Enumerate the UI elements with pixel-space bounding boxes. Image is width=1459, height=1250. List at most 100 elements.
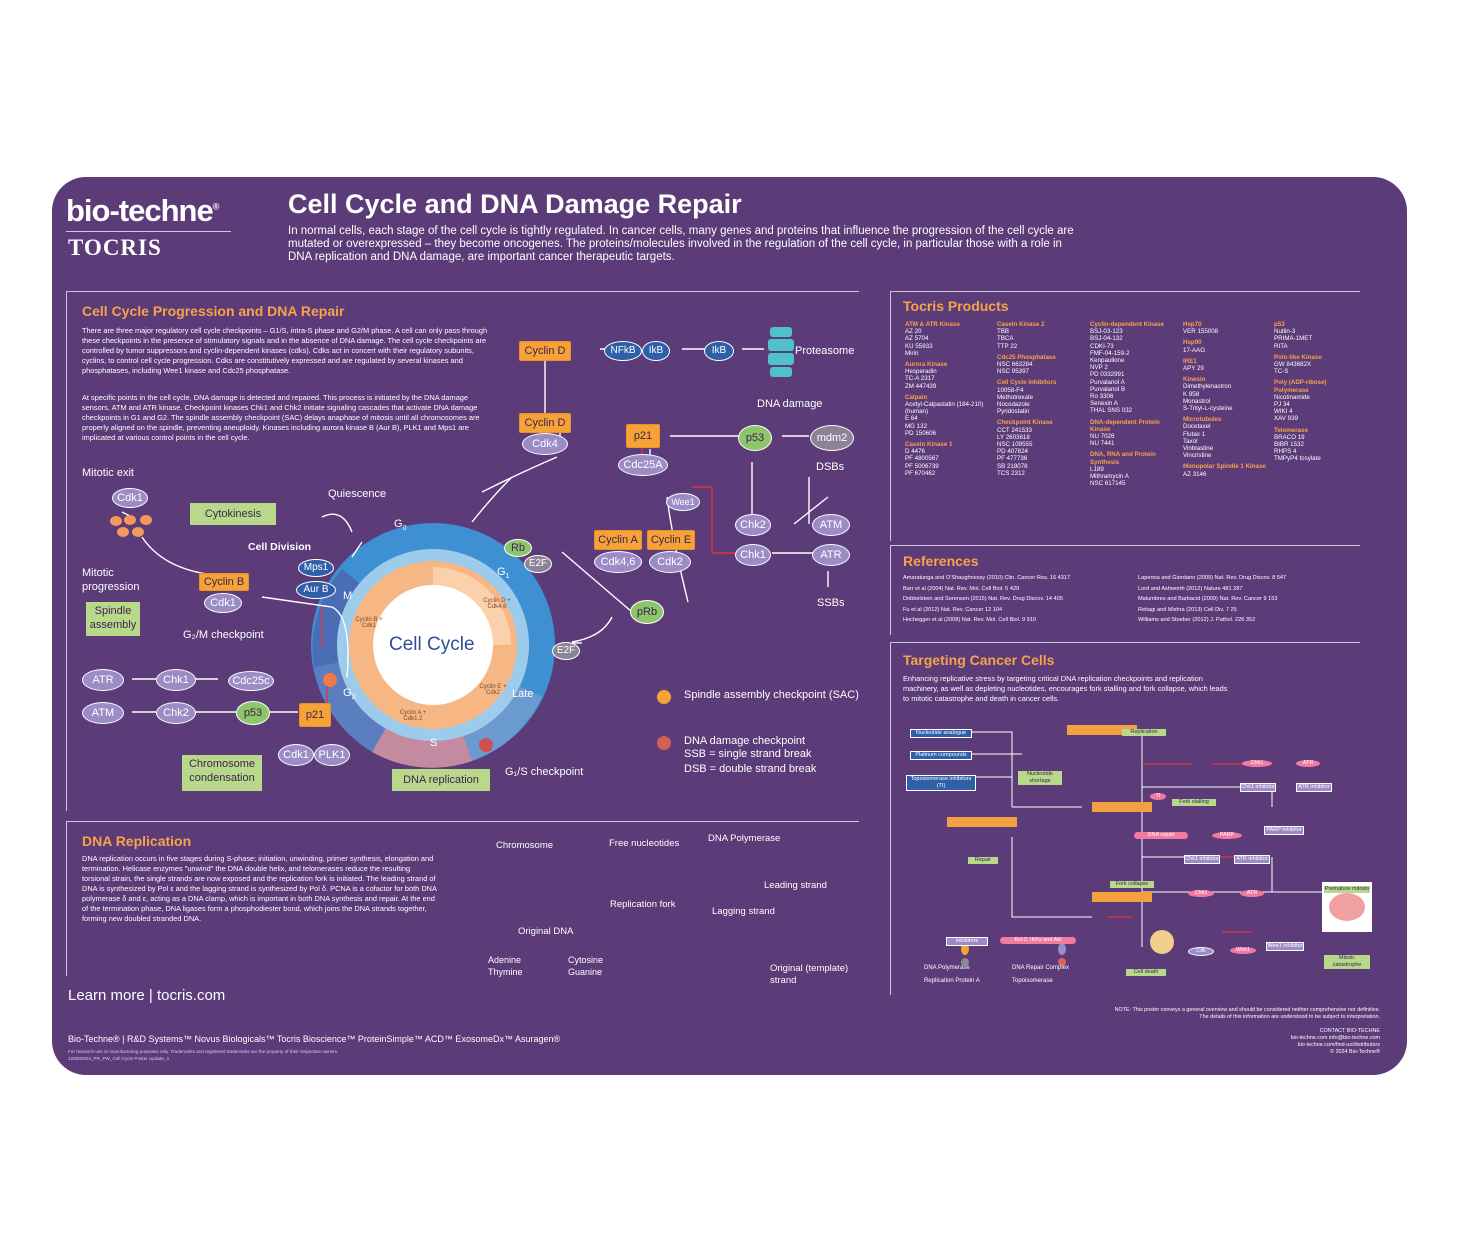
product-item[interactable]: TMPyP4 tosylate [1274,455,1321,463]
product-item[interactable]: PD 0332991 [1090,371,1125,379]
product-item[interactable]: VER 155008 [1183,328,1219,336]
product-item[interactable]: XAV 939 [1274,415,1298,423]
product-item[interactable]: Nutlin-3 [1274,328,1296,336]
product-item[interactable]: LY 2603618 [997,433,1030,441]
product-item[interactable]: Kenpaullone [1090,357,1125,365]
product-item[interactable]: PD 407824 [997,448,1028,456]
product-item[interactable]: ZM 447439 [905,382,937,390]
p53-node: p53 [738,425,772,451]
product-item[interactable]: AZ 5704 [905,335,929,343]
learn-more-link[interactable]: Learn more | tocris.com [68,987,226,1004]
cdk1-node: Cdk1 [278,744,314,766]
product-item[interactable]: BSJ-04-132 [1090,335,1123,343]
product-item[interactable]: PF 4800567 [905,455,939,463]
cell-death-icon [1150,930,1174,954]
product-item[interactable]: SB 218078 [997,462,1028,470]
product-item[interactable]: Pyridostatin [997,408,1030,416]
dna-damage-label: DNA damage [757,398,823,410]
section-divider [66,291,859,292]
rb-node: Rb [504,539,532,557]
product-category: Cyclin-dependent Kinase [1090,321,1164,328]
product-item[interactable]: TBCA [997,335,1014,343]
product-category: Hsp90 [1183,339,1202,347]
product-item[interactable]: Mithramycin A [1090,473,1129,481]
product-item[interactable]: RHPS 4 [1274,448,1297,456]
product-item[interactable]: NU 7441 [1090,440,1115,448]
product-item[interactable]: Purvalanol A [1090,378,1125,386]
product-item[interactable]: Mirin [905,349,919,357]
product-item[interactable]: Monastrol [1183,397,1211,405]
product-item[interactable]: Nocodazole [997,401,1030,409]
product-item[interactable]: NVP 2 [1090,364,1108,372]
product-item[interactable]: NSC 617145 [1090,480,1126,488]
product-item[interactable]: E 64 [905,415,918,423]
product-item[interactable]: Flutax 1 [1183,430,1206,438]
m-phase-label: M [343,590,353,602]
product-category: p53 [1274,321,1285,328]
product-item[interactable]: PD 150606 [905,429,936,437]
product-item[interactable]: 17-AAG [1183,346,1206,354]
p53-node: p53 [236,701,270,725]
product-item[interactable]: KU 55933 [905,342,933,350]
cyclin-b-cdk1-label: Cyclin B + Cdk1 [355,617,383,629]
product-item[interactable]: PJ 34 [1274,401,1290,409]
product-item[interactable]: PF 670462 [905,469,936,477]
product-item[interactable]: BIBR 1532 [1274,441,1304,449]
product-item[interactable]: BSJ-03-123 [1090,328,1123,336]
page-title: Cell Cycle and DNA Damage Repair [288,189,742,219]
references-right: Lapenna and Giordano (2009) Nat. Rev. Dr… [1138,573,1338,626]
product-item[interactable]: BRACO 19 [1274,433,1305,441]
product-item[interactable]: GW 843682X [1274,361,1312,369]
product-item[interactable]: PRIMA-1MET [1274,335,1313,343]
product-item[interactable]: Hesperadin [905,368,937,376]
replication-fork-label: Replication fork [610,899,676,910]
product-item[interactable]: S-Trityl-L-cysteine [1183,405,1233,413]
product-item[interactable]: Dimethylenastron [1183,383,1232,391]
product-item[interactable]: TBB [997,328,1010,336]
product-item[interactable]: NSC 663284 [997,361,1033,369]
product-item[interactable]: TC-A 2317 [905,375,935,383]
product-item[interactable]: RITA [1274,342,1288,350]
product-item[interactable]: Ro 3306 [1090,393,1114,401]
product-item[interactable]: PF 5006739 [905,462,939,470]
product-item[interactable]: NSC 109555 [997,441,1033,449]
contact-line[interactable]: bio-techne.com/find-us/distributors [1297,1042,1380,1048]
section-divider [890,642,1360,643]
product-item[interactable]: APY 29 [1183,365,1204,373]
ikb-node: IkB [704,341,734,361]
product-item[interactable]: Acetyl-Calpastatin (184-210) (human) [905,401,984,416]
product-item[interactable]: THAL SNS 032 [1090,407,1133,415]
product-item[interactable]: WIKI 4 [1274,408,1293,416]
product-item[interactable]: Vinblastine [1183,445,1214,453]
product-item[interactable]: NSC 95397 [997,368,1029,376]
product-item[interactable]: TTP 22 [997,342,1018,350]
product-item[interactable]: K 858 [1183,390,1200,398]
product-item[interactable]: TCS 2312 [997,469,1025,477]
prb-node: pRb [630,600,664,624]
product-item[interactable]: D 4476 [905,448,925,456]
product-item[interactable]: Purvalanol B [1090,385,1126,393]
product-item[interactable]: CCT 241533 [997,426,1032,434]
product-item[interactable]: MG 132 [905,422,928,430]
product-item[interactable]: PF 477736 [997,455,1028,463]
product-item[interactable]: L189 [1090,465,1104,473]
product-item[interactable]: Senexin A [1090,400,1118,408]
product-item[interactable]: Vincristine [1183,452,1212,460]
product-item[interactable]: Nicotinamide [1274,393,1310,401]
replication-box: Replication [1122,729,1166,736]
product-item[interactable]: 10058-F4 [997,386,1024,394]
contact-line[interactable]: bio-techne.com info@bio-techne.com [1290,1035,1380,1041]
product-item[interactable]: Taxol [1183,437,1198,445]
wee1-node: Wee1 [1230,947,1256,954]
cyclin-e-cdk2-label: Cyclin E + Cdk2 [479,684,507,696]
product-item[interactable]: TC-S [1274,368,1289,376]
product-item[interactable]: NU 7026 [1090,433,1115,441]
product-item[interactable]: Methotrexate [997,393,1034,401]
product-item[interactable]: FMF-04-159-2 [1090,349,1130,357]
product-item[interactable]: AZ 3146 [1183,470,1207,478]
product-item[interactable]: CDKI-73 [1090,342,1114,350]
product-item[interactable]: Docetaxel [1183,423,1211,431]
product-item[interactable]: AZ 20 [905,328,922,336]
cycle-center [373,585,493,705]
references-left: Amaratunga and O'Shaughnessy (2010) Clin… [903,573,1103,626]
